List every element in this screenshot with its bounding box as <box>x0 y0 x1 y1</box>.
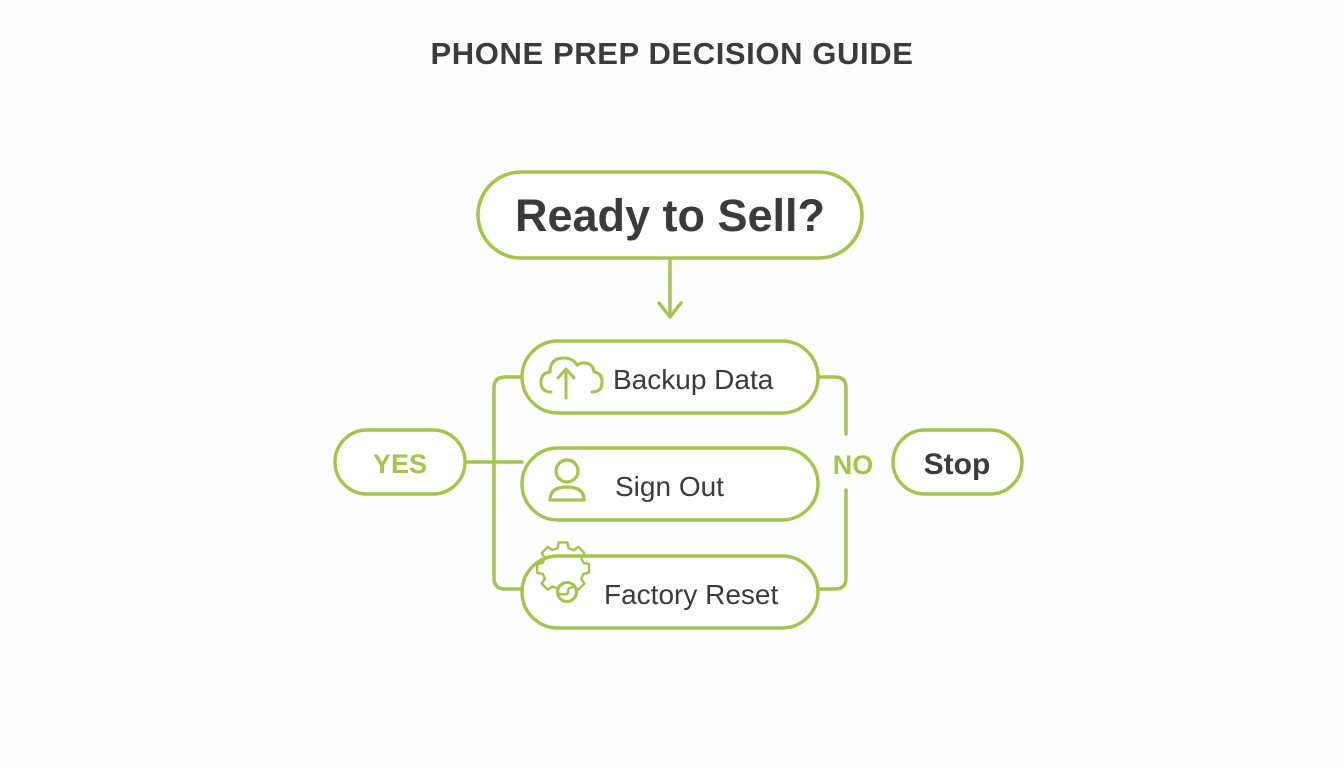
node-stop-label: Stop <box>924 448 991 481</box>
page-title: PHONE PREP DECISION GUIDE <box>430 36 914 71</box>
node-factory-reset[interactable]: Factory Reset <box>520 541 820 630</box>
branch-yes[interactable]: YES <box>333 428 467 496</box>
node-backup-data[interactable]: Backup Data <box>520 339 820 415</box>
branch-yes-shape <box>333 428 467 496</box>
node-sign-out-shape <box>520 446 820 522</box>
connector-group <box>464 257 848 591</box>
node-factory-reset-label: Factory Reset <box>604 579 778 610</box>
connector-right-bracket-top <box>816 375 848 436</box>
cloud-upload-icon <box>539 356 604 400</box>
node-ready-to-sell-label: Ready to Sell? <box>515 190 825 241</box>
branch-no-label: NO <box>833 450 874 480</box>
gear-icon <box>535 541 591 604</box>
node-ready-to-sell[interactable]: Ready to Sell? <box>476 170 864 260</box>
node-sign-out[interactable]: Sign Out <box>520 446 820 522</box>
node-backup-data-shape <box>520 339 820 415</box>
connector-left-bracket <box>492 375 524 591</box>
node-backup-data-label: Backup Data <box>613 364 774 395</box>
node-ready-to-sell-shape <box>476 170 864 260</box>
node-sign-out-label: Sign Out <box>615 471 724 502</box>
node-stop-shape <box>891 428 1024 496</box>
node-stop[interactable]: Stop <box>891 428 1024 496</box>
branch-yes-label: YES <box>373 449 427 479</box>
connector-right-bracket-bottom <box>816 488 848 591</box>
arrowhead-down-icon <box>657 301 683 319</box>
user-icon <box>548 458 586 502</box>
node-factory-reset-shape <box>520 554 820 630</box>
